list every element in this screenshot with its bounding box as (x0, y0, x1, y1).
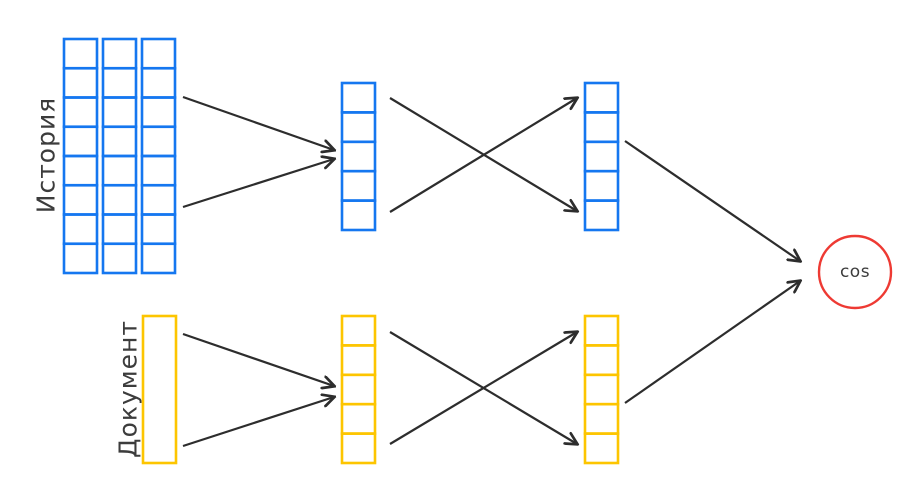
history-token-matrix-cell (62, 242, 99, 275)
history-token-matrix-cell (101, 183, 138, 216)
history-token-matrix-cell (140, 213, 177, 246)
document-hidden-vector-cell (340, 373, 377, 406)
history-hidden-vector-cell (340, 169, 377, 202)
document-label: Документ (113, 320, 143, 458)
history-token-matrix-cell (140, 37, 177, 70)
document-output-vector (583, 314, 620, 465)
history-token-matrix-cell (140, 66, 177, 99)
arrow-history-top (182, 95, 334, 150)
history-output-vector-cell (583, 140, 620, 173)
history-token-matrix-cell (140, 96, 177, 129)
history-token-matrix-cell (62, 125, 99, 158)
document-hidden-vector (340, 314, 377, 465)
history-token-matrix-cell (140, 125, 177, 158)
history-output-vector-cell (583, 169, 620, 202)
history-token-matrix-cell (101, 213, 138, 246)
history-label: История (31, 96, 61, 214)
history-token-matrix-cell (101, 96, 138, 129)
history-output-vector (583, 81, 620, 232)
history-hidden-vector-cell (340, 140, 377, 173)
history-token-matrix-cell (62, 213, 99, 246)
history-hidden-vector-cell (340, 111, 377, 144)
history-output-vector-cell (583, 199, 620, 232)
history-token-matrix-cell (101, 37, 138, 70)
document-hidden-vector-cell (340, 432, 377, 465)
arrow-document-top (182, 332, 334, 386)
history-token-matrix-cell (140, 154, 177, 187)
history-token-matrix-cell (140, 183, 177, 216)
document-output-vector-cell (583, 344, 620, 377)
document-output-vector-cell (583, 314, 620, 347)
history-hidden-vector-cell (340, 199, 377, 232)
arrow-history-bottom (182, 159, 334, 209)
arrow-document-bottom (182, 397, 334, 448)
history-token-matrix (62, 37, 177, 275)
history-token-matrix-cell (140, 242, 177, 275)
document-hidden-vector-cell (340, 314, 377, 347)
history-token-matrix-cell (101, 66, 138, 99)
document-hidden-vector-cell (340, 344, 377, 377)
arrow-document-cross-up (389, 332, 577, 445)
cos-circle (817, 234, 893, 310)
cos-label: cos (839, 262, 871, 282)
history-token-matrix-cell (101, 154, 138, 187)
history-output-vector-cell (583, 81, 620, 114)
document-input-block (141, 314, 178, 465)
document-output-vector-cell (583, 402, 620, 435)
document-hidden-vector-cell (340, 402, 377, 435)
arrow-document-to-cos (624, 281, 800, 404)
document-output-vector-cell (583, 432, 620, 465)
history-hidden-vector-cell (340, 81, 377, 114)
history-hidden-vector (340, 81, 377, 232)
history-token-matrix-cell (62, 154, 99, 187)
history-token-matrix-cell (62, 37, 99, 70)
arrow-history-cross-up (389, 98, 577, 213)
history-token-matrix-cell (101, 125, 138, 158)
history-output-vector-cell (583, 111, 620, 144)
document-output-vector-cell (583, 373, 620, 406)
history-token-matrix-cell (62, 183, 99, 216)
history-token-matrix-cell (101, 242, 138, 275)
history-token-matrix-cell (62, 66, 99, 99)
arrow-history-to-cos (624, 140, 800, 261)
history-token-matrix-cell (62, 96, 99, 129)
document-input-block-cell (141, 314, 178, 465)
